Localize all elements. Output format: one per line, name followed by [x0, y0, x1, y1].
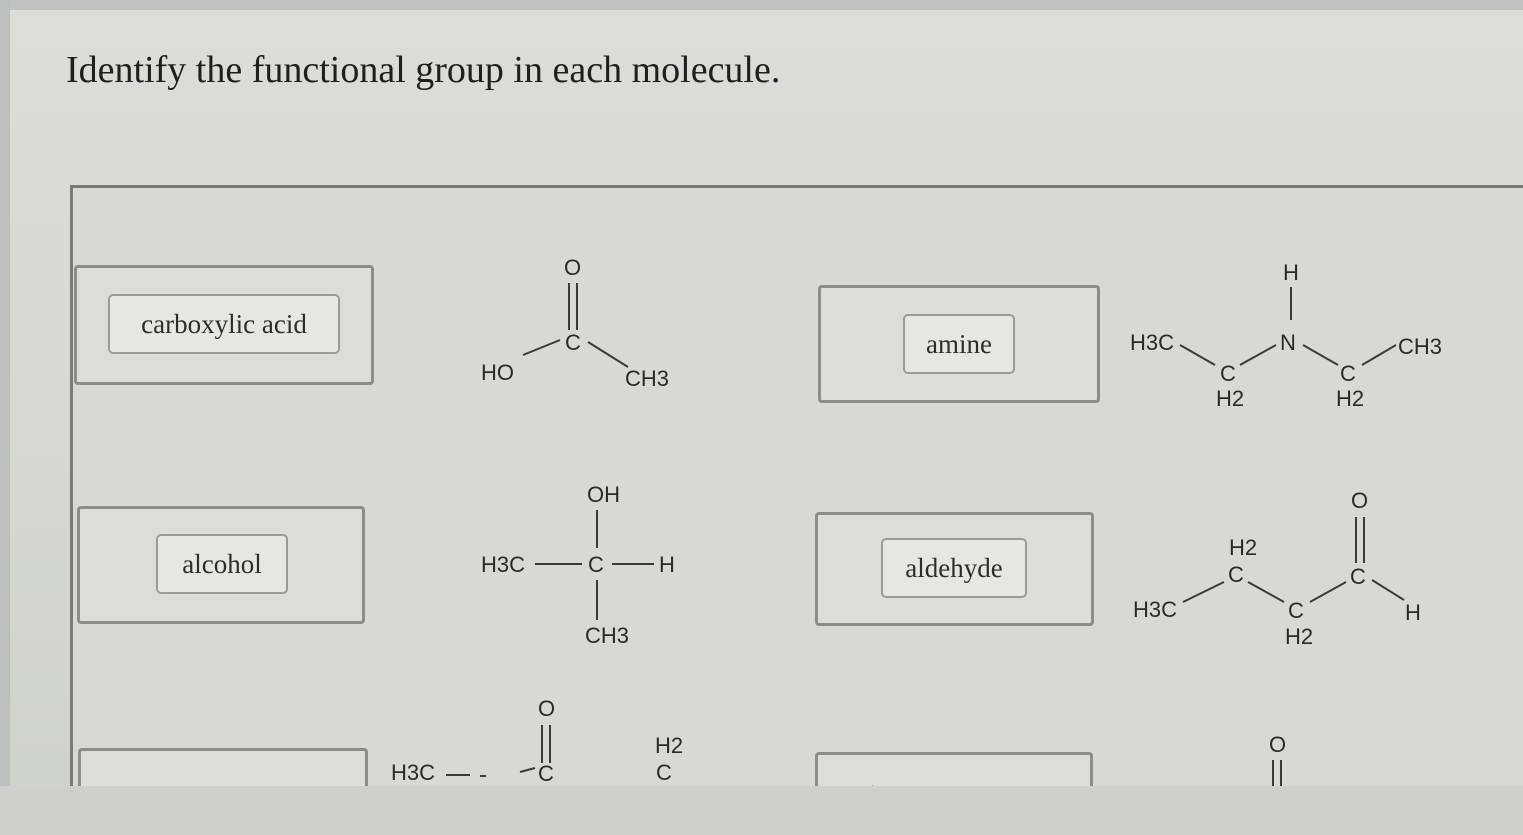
bottom-strip	[0, 786, 1523, 835]
molecule-aldehyde: H2 C H3C C H2 O C H	[1133, 488, 1421, 649]
atom-ch3: CH3	[1398, 334, 1442, 359]
atom-c-top: C	[1228, 562, 1244, 587]
atom-o: O	[538, 696, 555, 721]
atom-o: O	[1269, 732, 1286, 757]
label-aldehyde[interactable]: aldehyde	[881, 538, 1027, 598]
atom-c-mid: C	[1288, 598, 1304, 623]
atom-h2a: H2	[1216, 386, 1244, 411]
atom-o: O	[564, 255, 581, 280]
atom-h2b: H2	[1336, 386, 1364, 411]
atom-c: C	[1350, 564, 1366, 589]
atom-n: N	[1280, 330, 1296, 355]
atom-o: O	[1351, 488, 1368, 513]
atom-h3c: H3C	[481, 552, 525, 577]
top-bar	[0, 0, 1523, 10]
label-alcohol[interactable]: alcohol	[156, 534, 288, 594]
atom-c1: C	[1220, 361, 1236, 386]
atom-c2: C	[656, 760, 672, 785]
atom-ch3: CH3	[625, 366, 669, 391]
molecule-amine: H N H3C C H2 C H2 CH3	[1130, 260, 1442, 411]
atom-h2-top: H2	[1229, 535, 1257, 560]
atom-ho: HO	[481, 360, 514, 385]
atom-c: C	[588, 552, 604, 577]
atom-h2: H2	[655, 733, 683, 758]
atom-h: H	[1283, 260, 1299, 285]
atom-h: H	[659, 552, 675, 577]
label-carboxylic-acid[interactable]: carboxylic acid	[108, 294, 340, 354]
atom-h2-bot: H2	[1285, 624, 1313, 649]
atom-h3c: H3C	[391, 760, 435, 785]
atom-c2: C	[1340, 361, 1356, 386]
atom-c: C	[565, 330, 581, 355]
atom-h3c: H3C	[1130, 330, 1174, 355]
label-amine[interactable]: amine	[903, 314, 1015, 374]
atom-h3c: H3C	[1133, 597, 1177, 622]
atom-ch3: CH3	[585, 623, 629, 648]
molecule-carboxylic-acid: O C HO CH3	[481, 255, 669, 391]
molecule-alcohol: OH H3C C H CH3	[481, 482, 675, 648]
question-prompt: Identify the functional group in each mo…	[66, 49, 781, 91]
atom-h: H	[1405, 600, 1421, 625]
molecule-partial-left: H3C O C H2 C	[391, 696, 683, 786]
molecule-partial-right: O	[1269, 732, 1286, 786]
atom-oh: OH	[587, 482, 620, 507]
left-bar	[0, 0, 10, 835]
atom-c: C	[538, 761, 554, 786]
